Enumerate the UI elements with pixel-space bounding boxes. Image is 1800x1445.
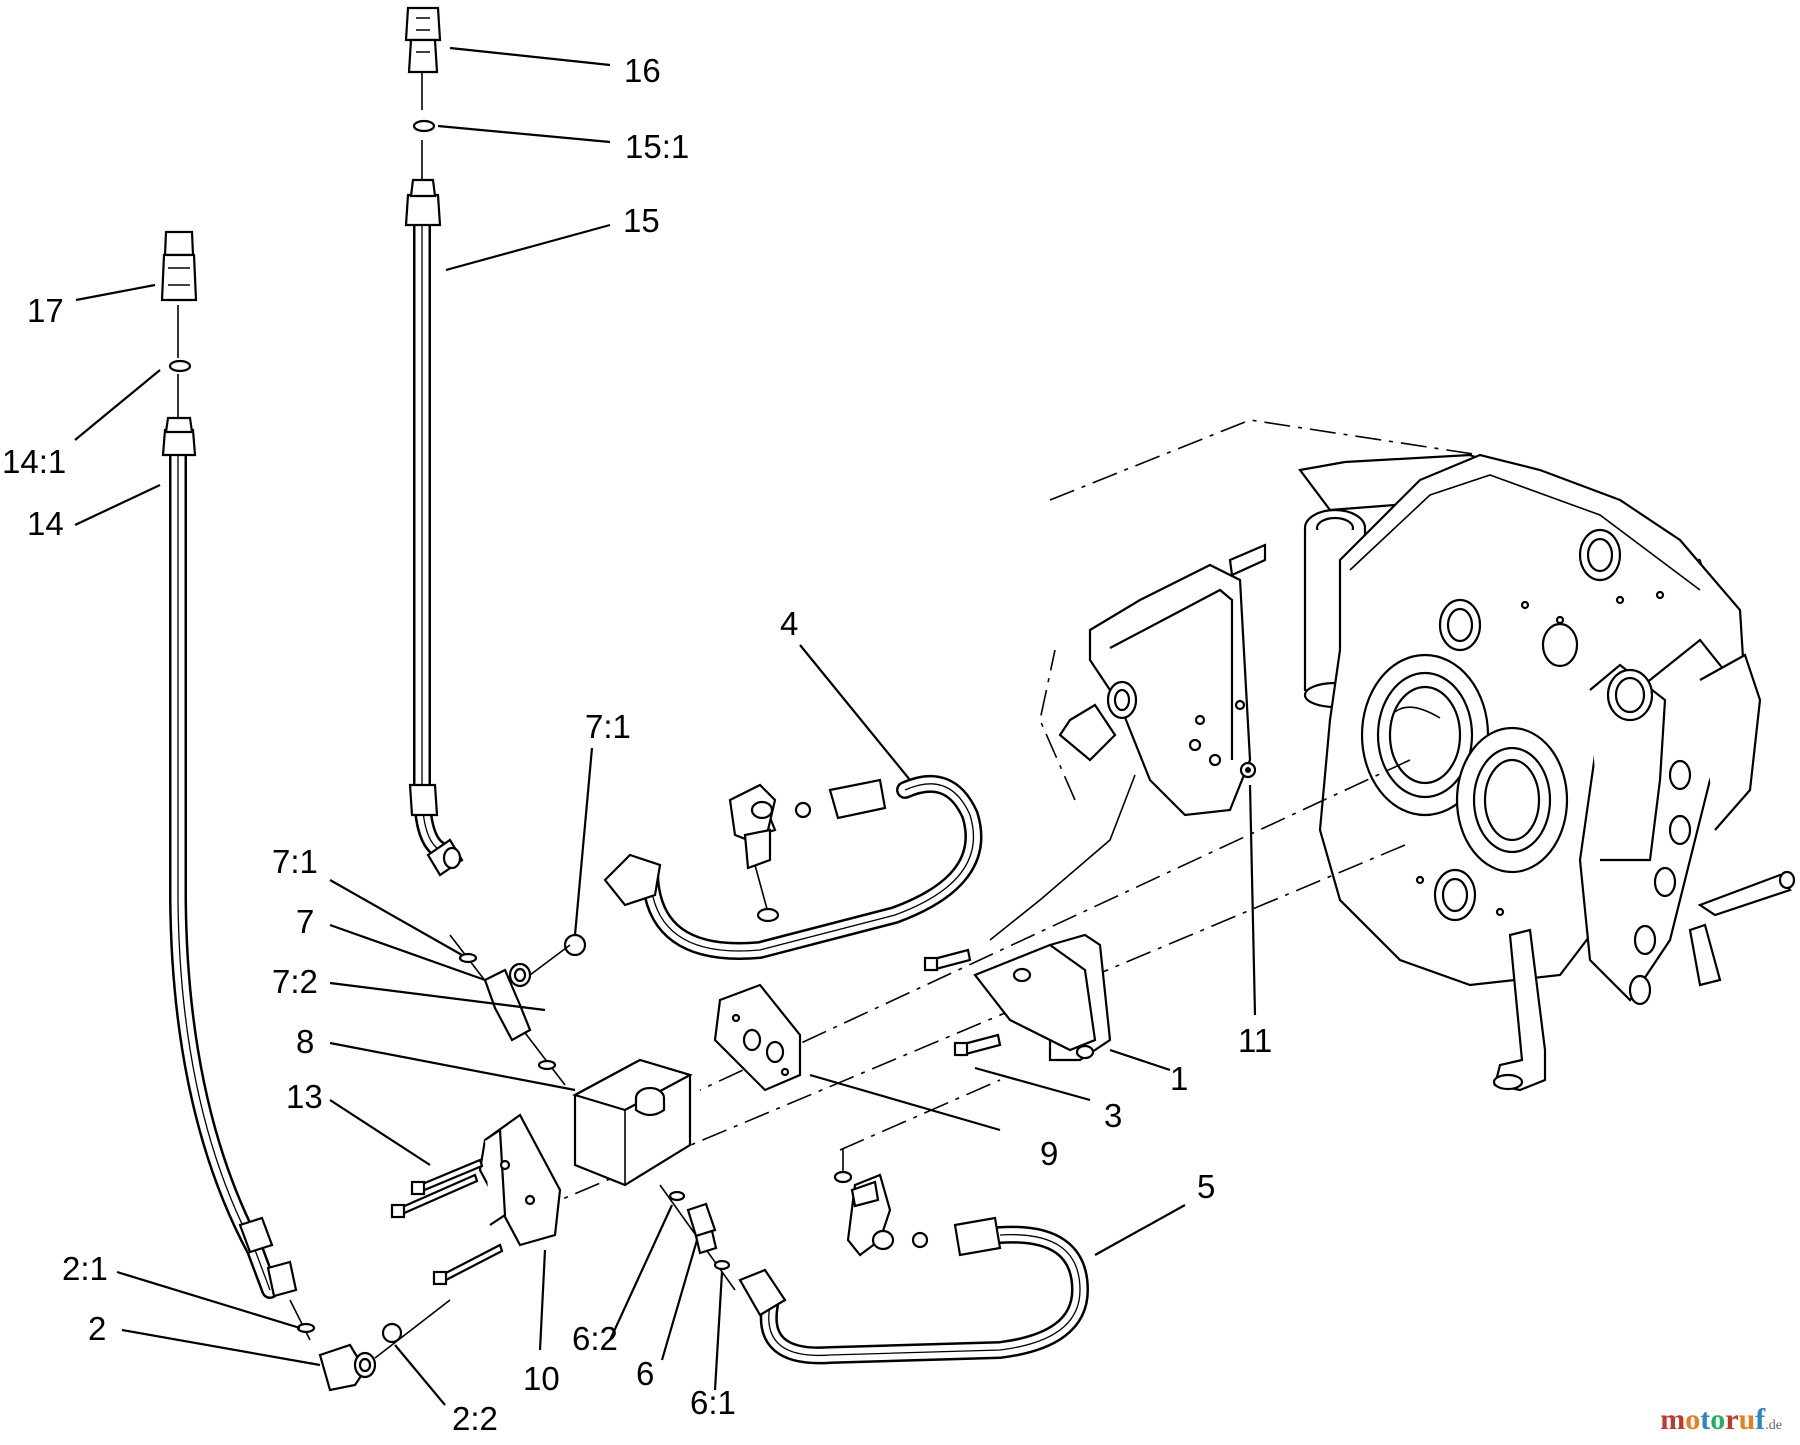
label-15: 15	[623, 202, 660, 239]
label-5: 5	[1197, 1168, 1215, 1205]
hose-part-15	[404, 140, 464, 877]
label-6: 6	[636, 1355, 654, 1392]
elbow-part-2	[289, 1299, 451, 1392]
leader-lines	[74, 46, 1257, 1406]
hose-part-5	[738, 1148, 1090, 1365]
label-17: 17	[27, 292, 64, 329]
watermark-logo: motoruf.de	[1660, 1403, 1782, 1437]
watermark-suffix: .de	[1765, 1418, 1782, 1433]
plate-part-9	[713, 983, 802, 1092]
fitting-part-17	[160, 230, 198, 302]
label-6-1: 6:1	[690, 1384, 736, 1421]
o-ring-part-14-1	[168, 305, 192, 418]
label-11: 11	[1238, 1022, 1272, 1059]
label-3: 3	[1104, 1097, 1122, 1134]
label-2-2: 2:2	[452, 1400, 498, 1437]
label-2-1: 2:1	[62, 1250, 108, 1287]
cover-part-1	[973, 774, 1136, 1062]
hose-part-14	[161, 416, 298, 1299]
hose-part-4	[563, 774, 983, 960]
fitting-part-16	[404, 6, 442, 110]
label-15-1: 15:1	[625, 128, 689, 165]
fitting-part-6	[659, 1184, 736, 1291]
label-14-1: 14:1	[2, 443, 66, 480]
valve-block-part-8	[572, 1058, 693, 1187]
tee-fitting-part-7	[449, 934, 571, 1086]
frame-assembly	[1039, 419, 1796, 1092]
bolt-part-3	[923, 948, 1002, 1057]
bolts-part-13	[390, 1158, 504, 1286]
o-ring-part-2-2	[381, 1322, 403, 1344]
label-13: 13	[286, 1078, 323, 1115]
bracket-part-10	[478, 1113, 562, 1247]
label-7-2: 7:2	[272, 963, 318, 1000]
label-7: 7	[296, 903, 314, 940]
watermark-text: motoruf	[1660, 1403, 1766, 1436]
label-8: 8	[296, 1023, 314, 1060]
callout-labels: 16 15:1 15 17 14:1 14 4 7:1 7:1 7 7:2 8 …	[2, 52, 1272, 1437]
label-9: 9	[1040, 1135, 1058, 1172]
label-7-1-top: 7:1	[585, 708, 631, 745]
label-10: 10	[523, 1360, 560, 1397]
label-14: 14	[27, 505, 64, 542]
label-7-1: 7:1	[272, 843, 318, 880]
label-1: 1	[1170, 1060, 1188, 1097]
o-ring-part-15-1	[412, 119, 436, 133]
label-16: 16	[624, 52, 661, 89]
label-6-2: 6:2	[572, 1320, 618, 1357]
label-4: 4	[780, 605, 798, 642]
label-2: 2	[88, 1310, 106, 1347]
